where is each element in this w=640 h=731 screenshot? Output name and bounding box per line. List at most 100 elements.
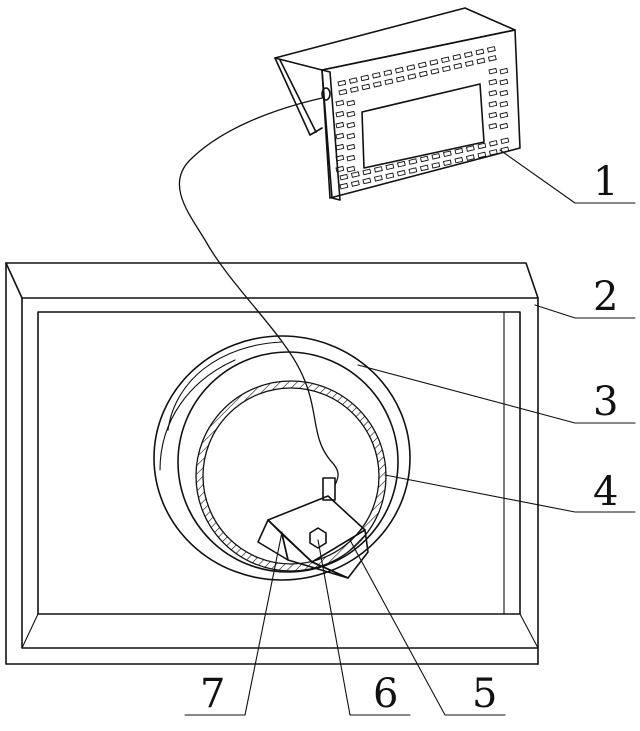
vent-slot xyxy=(360,74,370,82)
pipe-depth-arc xyxy=(167,341,283,431)
label-4: 4 xyxy=(593,469,618,515)
vent-slot xyxy=(419,155,429,163)
vent-slot xyxy=(346,143,356,151)
vent-slot xyxy=(454,156,464,164)
vent-slot xyxy=(499,100,509,108)
leader-6 xyxy=(317,539,411,716)
vent-slot xyxy=(431,162,441,169)
monitor-top-panel xyxy=(274,7,516,71)
vent-slot xyxy=(430,68,440,75)
vent-slot xyxy=(335,110,345,118)
vent-slot xyxy=(463,51,473,58)
vent-slot xyxy=(499,78,509,86)
housing-depth-line-bl xyxy=(21,613,39,649)
vent-slot xyxy=(373,166,383,173)
housing-outer-frame xyxy=(5,262,539,665)
vent-slot xyxy=(385,163,395,171)
vent-slot xyxy=(384,78,394,86)
vent-slot xyxy=(477,151,487,159)
vent-slot xyxy=(500,137,510,145)
vent-slot xyxy=(337,79,347,87)
vent-slot xyxy=(488,140,498,147)
vent-slot xyxy=(488,67,498,75)
vent-slot xyxy=(442,150,452,158)
vent-slot xyxy=(475,48,485,56)
housing-opening xyxy=(37,311,521,615)
vent-slot xyxy=(346,154,356,162)
label-3: 3 xyxy=(593,379,618,425)
vent-slot xyxy=(465,145,475,152)
vent-slot xyxy=(371,72,381,79)
vent-slot xyxy=(453,62,463,70)
label-6: 6 xyxy=(373,671,398,717)
sensor-block xyxy=(257,477,369,579)
vent-slot xyxy=(419,164,429,172)
vent-slot xyxy=(362,168,372,176)
vent-slot xyxy=(335,143,345,151)
vent-slot xyxy=(394,66,404,74)
leader-1 xyxy=(499,149,636,204)
vent-slot xyxy=(464,60,474,67)
leader-2 xyxy=(534,304,636,319)
vent-slot xyxy=(346,165,356,173)
hex-bolt xyxy=(309,527,327,549)
vent-slot xyxy=(335,165,345,173)
vent-slot xyxy=(476,57,486,65)
monitor-vent-grid xyxy=(335,46,510,190)
cable-jack xyxy=(321,87,331,101)
vent-slot xyxy=(488,78,498,86)
vent-slot xyxy=(499,111,509,119)
vent-slot xyxy=(442,159,452,167)
vent-slot xyxy=(348,77,358,84)
vent-slot xyxy=(335,154,345,162)
vent-slot xyxy=(488,111,498,119)
vent-slot xyxy=(488,100,498,108)
vent-slot xyxy=(499,67,509,75)
vent-slot xyxy=(488,149,498,156)
vent-slot xyxy=(440,56,450,64)
vent-slot xyxy=(488,89,498,97)
monitor-screen xyxy=(361,83,485,169)
label-7: 7 xyxy=(200,671,225,717)
vent-slot xyxy=(338,88,348,96)
housing-corner-tl xyxy=(5,262,23,299)
vent-slot xyxy=(452,53,462,61)
vent-slot xyxy=(362,177,372,185)
vent-slot xyxy=(372,81,382,88)
leader-lines xyxy=(184,149,636,716)
hatched-lining xyxy=(195,380,387,572)
label-1: 1 xyxy=(593,159,618,205)
vent-slot xyxy=(339,182,349,190)
leader-5 xyxy=(349,539,506,716)
monitor-front-face xyxy=(321,29,521,199)
monitor-side-panel xyxy=(321,69,341,201)
vent-slot xyxy=(396,169,406,177)
vent-slot xyxy=(346,110,356,118)
vent-slot xyxy=(385,172,395,180)
sensor-cable xyxy=(178,97,339,486)
vent-slot xyxy=(335,121,345,129)
vent-slot xyxy=(417,61,427,69)
monitor-device xyxy=(274,7,521,201)
sensor-block-right xyxy=(311,529,369,579)
vent-slot xyxy=(346,121,356,129)
monitor-bracket-edge xyxy=(279,59,317,133)
vent-slot xyxy=(487,55,497,62)
vent-slot xyxy=(395,75,405,83)
vent-slot xyxy=(408,167,418,174)
vent-slot xyxy=(407,73,417,80)
vent-slot xyxy=(383,69,393,77)
vent-slot xyxy=(349,86,359,93)
vent-slot xyxy=(408,158,418,165)
housing-depth-line-br xyxy=(519,613,539,649)
vent-slot xyxy=(406,64,416,71)
vent-slot xyxy=(396,160,406,168)
pipe-assembly xyxy=(153,335,411,581)
vent-slot xyxy=(429,59,439,66)
part-labels: 1 2 3 4 5 6 7 xyxy=(200,159,618,717)
monitor-bracket xyxy=(274,57,323,136)
vent-slot xyxy=(454,147,464,155)
housing-top-edge xyxy=(5,262,539,665)
housing-box xyxy=(5,262,539,665)
